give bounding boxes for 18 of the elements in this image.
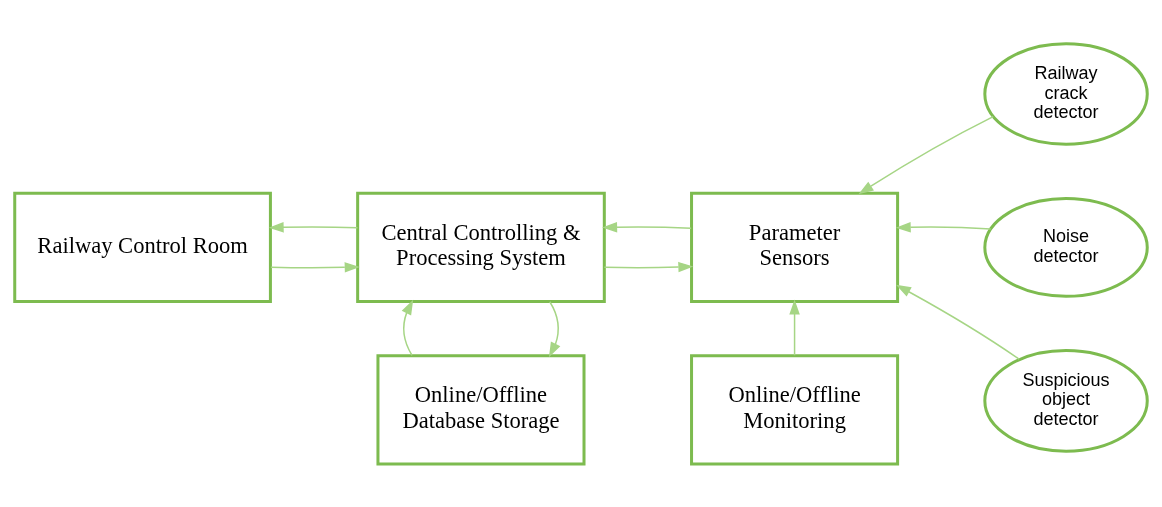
arrow — [858, 115, 994, 194]
node-ellipse: Railway crack detector — [983, 41, 1149, 146]
arrow — [895, 284, 1020, 360]
node-ellipse: Noise detector — [983, 196, 1149, 298]
node-box: Central Controlling & Processing System — [356, 191, 606, 303]
node-ellipse: Suspicious object detector — [983, 348, 1149, 453]
arrow — [602, 221, 692, 233]
arrow — [548, 300, 561, 357]
node-box: Railway Control Room — [13, 191, 272, 303]
arrow — [895, 221, 992, 233]
arrow — [268, 221, 359, 233]
node-box: Parameter Sensors — [690, 191, 900, 303]
arrow — [401, 299, 414, 356]
node-box: Online/Offline Database Storage — [376, 353, 586, 465]
arrow — [789, 299, 800, 356]
arrow — [603, 261, 694, 272]
arrow — [270, 261, 360, 273]
node-box: Online/Offline Monitoring — [690, 353, 900, 465]
